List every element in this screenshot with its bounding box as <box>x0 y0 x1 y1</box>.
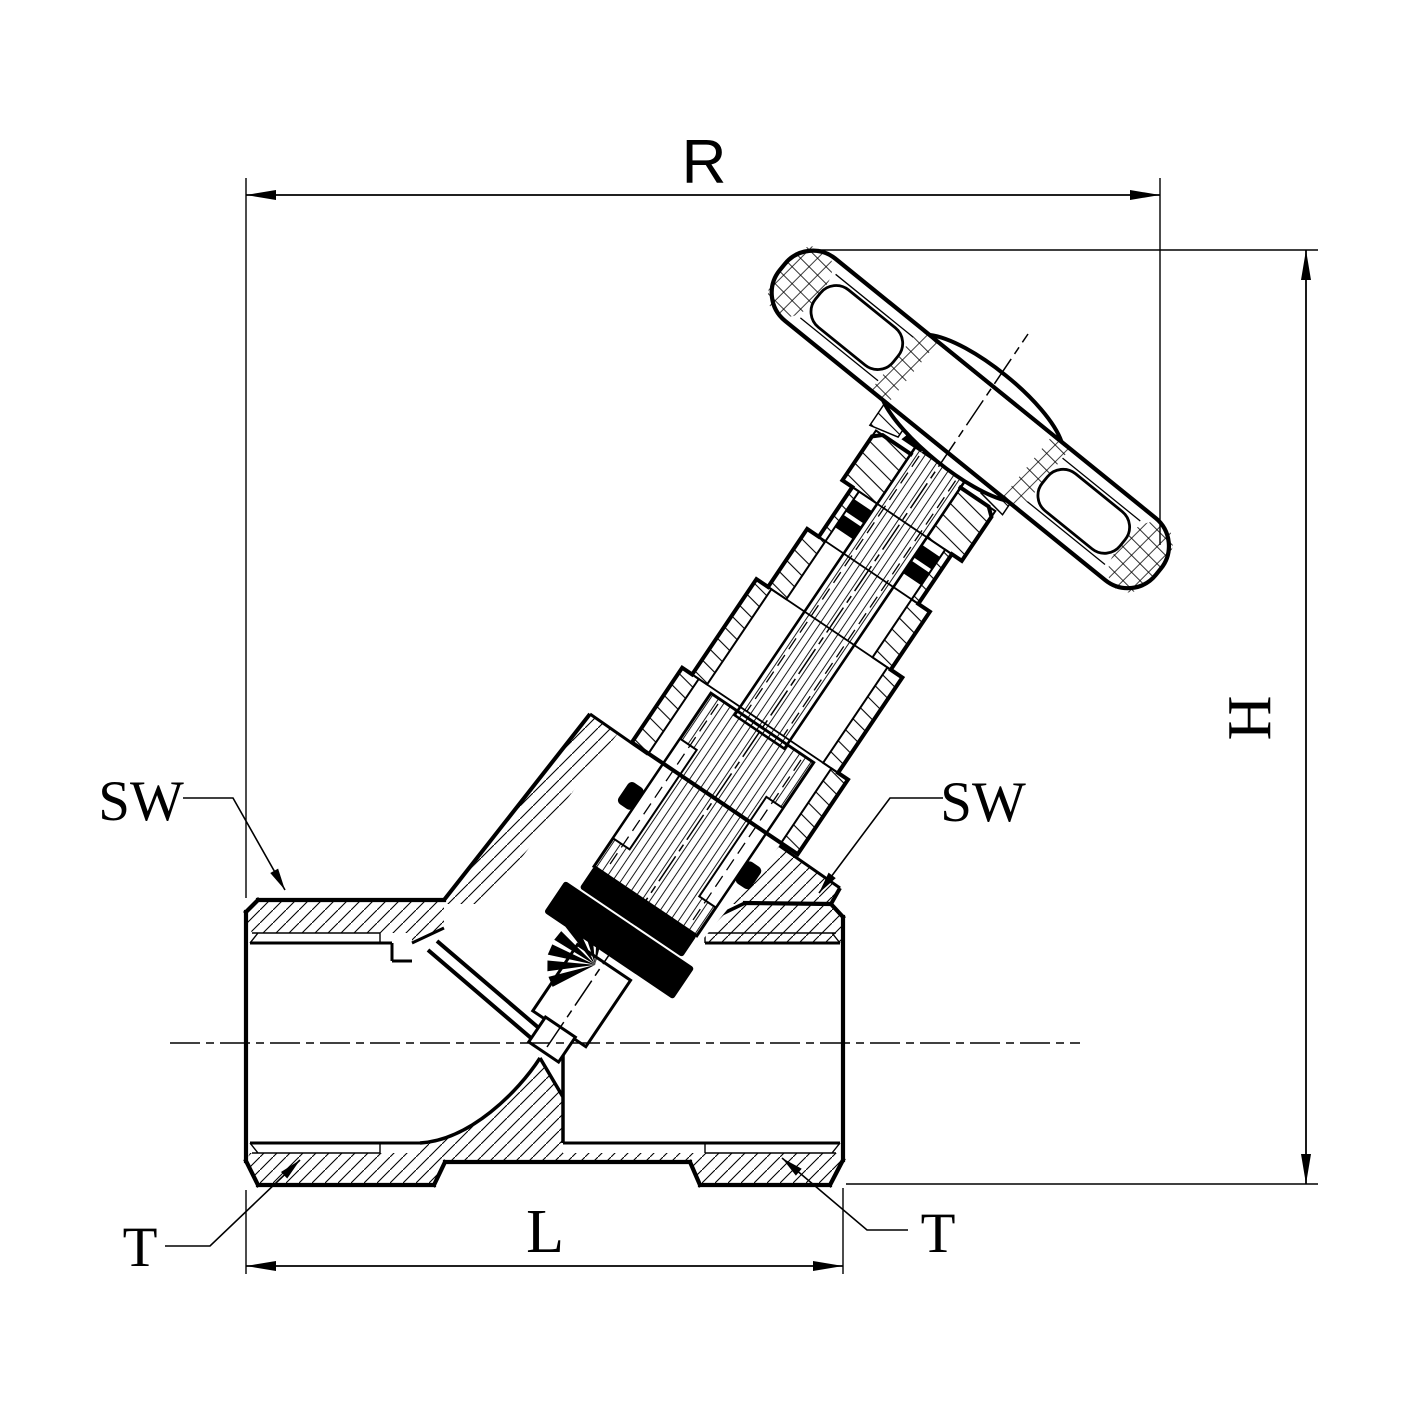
leader-t-left: T <box>123 1159 301 1279</box>
dimension-r: R <box>245 128 1161 898</box>
handle-knurl-mid-right <box>1002 434 1071 511</box>
handle-knurl-left-tip <box>767 246 833 317</box>
handle-hub-top <box>922 332 1066 448</box>
leader-sw-left: SW <box>98 770 286 891</box>
left-port-bore <box>250 926 445 1145</box>
sw-right-leader-line <box>818 797 943 894</box>
t-left-leader-line <box>165 1159 301 1247</box>
spindle-axis-centerline <box>546 333 1029 1048</box>
left-port-thread <box>249 932 381 1154</box>
handle-knurl-mid-left <box>870 327 938 404</box>
t-right-leader-line <box>781 1157 908 1231</box>
sw-left-label: SW <box>98 770 184 833</box>
leader-sw-right: SW <box>818 771 1026 894</box>
piston-oring-left <box>617 782 644 810</box>
piston-guide-left <box>611 737 699 851</box>
piston-hidden-lines <box>605 422 979 927</box>
t-right-label: T <box>921 1202 956 1265</box>
handle-knurl-right-tip <box>1108 522 1173 593</box>
body-outline <box>243 897 846 1188</box>
bonnet-outline <box>629 432 994 857</box>
leader-t-right: T <box>781 1157 956 1265</box>
body-top-left-wall-hatch <box>246 900 444 943</box>
dim-label-l: L <box>526 1198 564 1266</box>
body-bottom-wall-hatch <box>246 1153 843 1185</box>
dimension-l: L <box>245 1188 844 1274</box>
body-top-right-wall-hatch <box>563 903 843 990</box>
dim-label-h: H <box>1216 696 1284 741</box>
dimension-h: H <box>815 249 1318 1185</box>
t-left-label: T <box>123 1216 158 1279</box>
sw-right-label: SW <box>940 771 1026 834</box>
piston-oring-right <box>735 861 762 890</box>
handle-slot-right <box>1036 467 1132 555</box>
right-port-bore <box>563 941 840 1145</box>
body-neck-edges <box>442 712 842 905</box>
handle-slot-left <box>809 284 905 371</box>
dim-label-r: R <box>682 128 727 197</box>
dim-h-extension-lines <box>815 249 1318 1185</box>
centerlines <box>170 333 1080 1048</box>
body-partition-hatch <box>420 1058 563 1153</box>
gland-packing <box>834 498 941 586</box>
handle-section-lines <box>799 273 1141 566</box>
sw-left-leader-line <box>183 797 286 891</box>
dim-r-extension-lines <box>245 178 1161 898</box>
dim-l-extension-lines <box>245 1188 844 1274</box>
right-port-thread <box>704 932 841 1154</box>
